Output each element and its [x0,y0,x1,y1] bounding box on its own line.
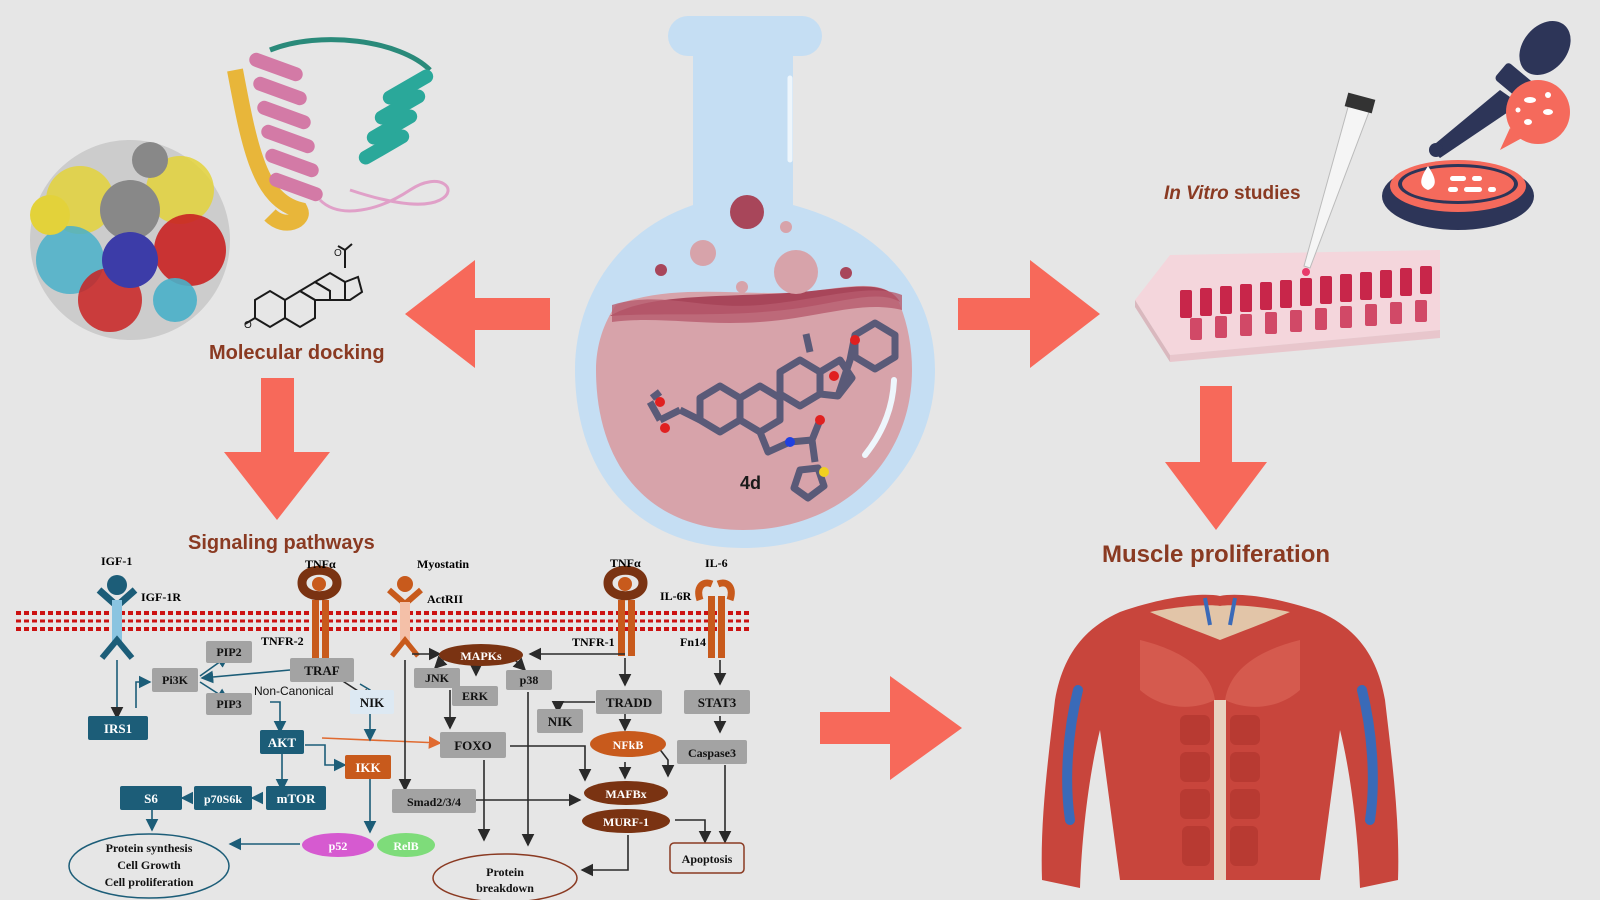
stat3-node: STAT3 [698,695,737,710]
il6r-label: IL-6R [660,589,692,603]
il6-label: IL-6 [705,556,728,570]
svg-text:O: O [334,248,342,259]
nik-left-node: NIK [360,695,385,710]
compound-label: 4d [740,473,761,493]
tradd-node: TRADD [606,695,652,710]
well-plate-icon [1135,92,1440,362]
akt-node: AKT [268,735,297,750]
igf1-label: IGF-1 [101,554,132,568]
igf1r-label: IGF-1R [141,590,181,604]
tnfa-right-label: TNFα [610,556,641,570]
pi3k-node: Pi3K [162,673,189,687]
fn14-label: Fn14 [680,635,706,649]
arrow-bottom-right [820,676,962,780]
igf1r-receptor [96,575,138,660]
bacteria-bubble-icon [1500,80,1570,150]
pip3-node: PIP3 [216,697,241,711]
relb-node: RelB [393,839,418,853]
foxo-node: FOXO [454,738,492,753]
muscle-proliferation-label: Muscle proliferation [1102,541,1330,568]
nfkb-node: NFkB [613,738,644,752]
murf1-node: MURF-1 [603,815,649,829]
signaling-pathways-label: Signaling pathways [188,532,375,554]
jnk-node: JNK [425,671,450,685]
caspase3-node: Caspase3 [688,746,736,760]
protein-breakdown-line2: breakdown [476,881,534,895]
non-canonical-label: Non-Canonical [254,684,333,698]
protein-structure-icon [30,140,230,340]
traf-node: TRAF [304,663,339,678]
flask-icon: 4d [575,16,935,548]
p38-node: p38 [520,673,539,687]
il6r-receptor [695,579,735,658]
protein-synthesis-line2: Cell Growth [117,858,181,872]
s6-node: S6 [144,791,158,806]
apoptosis-node: Apoptosis [682,852,733,866]
tnfr1-label: TNFR-1 [572,635,615,649]
nik-right-node: NIK [548,714,573,729]
irs1-node: IRS1 [104,721,132,736]
svg-text:O: O [244,320,252,331]
muscle-torso-icon [1041,594,1399,888]
arrow-down-right [1165,386,1267,530]
protein-synthesis-line1: Protein synthesis [106,841,193,855]
smad-node: Smad2/3/4 [407,795,461,809]
mafbx-node: MAFBx [605,787,646,801]
p52-node: p52 [329,839,348,853]
cell-membrane [16,611,750,631]
myostatin-label: Myostatin [417,557,469,571]
arrow-down-left [224,378,330,520]
tnfr1-receptor [603,565,648,656]
steroid-structure-icon [244,243,364,329]
ikk-node: IKK [355,760,381,775]
protein-synthesis-line3: Cell proliferation [105,875,194,889]
erk-node: ERK [462,689,489,703]
arrow-left [405,260,550,368]
tnfr2-receptor [297,565,342,660]
arrow-right [958,260,1100,368]
in-vitro-label: In Vitro studies [1164,183,1301,204]
mapks-node: MAPKs [460,649,502,663]
actrii-label: ActRII [427,592,463,606]
protein-ribbon-icon [227,37,450,231]
protein-breakdown-line1: Protein [486,865,524,879]
petri-dish-icon [1382,160,1534,230]
tnfa-left-label: TNFα [305,557,336,571]
p70s6k-node: p70S6k [204,792,242,806]
actrii-receptor [387,576,423,658]
pathway-nodes: PIP2 Pi3K PIP3 TRAF Non-Canonical NIK IR… [68,641,750,900]
tnfr2-label: TNFR-2 [261,634,304,648]
molecular-docking-label: Molecular docking [209,342,385,364]
pip2-node: PIP2 [216,645,241,659]
mtor-node: mTOR [277,791,316,806]
